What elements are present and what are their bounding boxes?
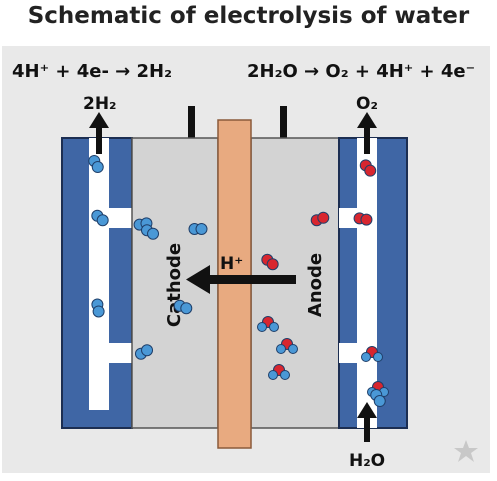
diagram-title: Schematic of electrolysis of water (27, 3, 470, 29)
hydrogen-molecule (88, 154, 104, 174)
water-molecule (268, 364, 290, 380)
cathode-reaction-equation: 4H⁺ + 4e- → 2H₂ (12, 61, 172, 82)
hydrogen-molecule (91, 209, 109, 227)
o2-output-arrow (357, 112, 377, 154)
oxygen-molecule (359, 159, 377, 177)
hydrogen-molecule (370, 388, 386, 408)
hydrogen-molecule (134, 344, 154, 360)
hydrogen-molecule (188, 223, 208, 235)
oxygen-molecule (353, 212, 373, 226)
cathode-channel (89, 138, 109, 410)
anode-label: Anode (305, 253, 326, 317)
water-molecule (257, 316, 279, 332)
water-input-label: H₂O (349, 451, 385, 471)
h2-output-label: 2H₂ (83, 94, 117, 114)
hydrogen-molecule (91, 298, 105, 318)
anode-terminal (280, 106, 287, 138)
water-input-arrow (357, 402, 377, 442)
water-molecule (361, 346, 383, 362)
cathode-terminal (188, 106, 195, 138)
anode-port-bottom (339, 343, 357, 363)
cathode-label: Cathode (164, 243, 185, 327)
hydrogen-molecule (173, 299, 193, 315)
cathode-port-bottom (109, 343, 132, 363)
molecules-layer (88, 154, 389, 408)
water-molecule (276, 338, 298, 354)
hydrogen-molecule (140, 224, 160, 240)
proton-label: H⁺ (220, 254, 243, 274)
star-icon (454, 440, 478, 462)
anode-reaction-equation: 2H₂O → O₂ + 4H⁺ + 4e⁻ (247, 61, 476, 82)
cathode-port-top (109, 208, 132, 228)
oxygen-molecule (261, 253, 279, 271)
h2-output-arrow (89, 112, 109, 154)
proton-flow-arrow (186, 265, 296, 294)
oxygen-molecule (310, 211, 330, 227)
anode-port-top (339, 208, 357, 228)
o2-output-label: O₂ (356, 94, 378, 114)
